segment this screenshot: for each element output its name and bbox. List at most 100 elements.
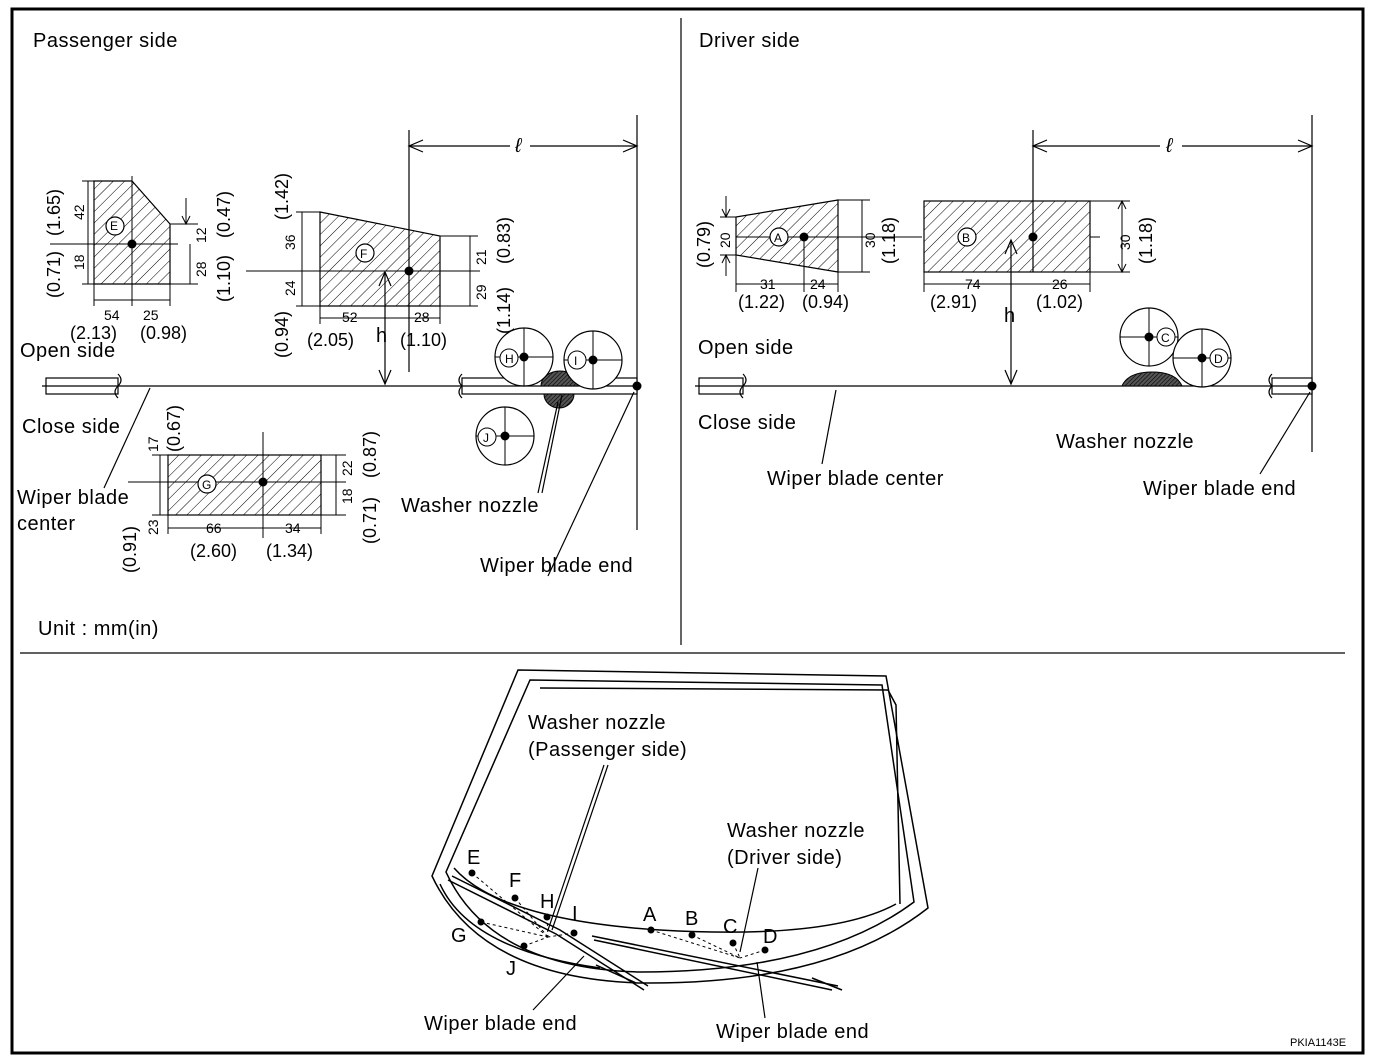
windshield-nozzle-passenger-2: (Passenger side) xyxy=(528,739,687,761)
zone-f-in-142: (1.42) xyxy=(272,173,292,220)
zone-g-in-260: (2.60) xyxy=(190,541,237,561)
windshield-nozzle-driver-2: (Driver side) xyxy=(727,847,842,869)
circle-j-letter: J xyxy=(483,431,489,445)
windshield-leaders xyxy=(532,764,766,1019)
zone-b xyxy=(923,199,1130,292)
zone-e-dim-25: 25 xyxy=(143,307,159,323)
zone-e-in-047: (0.47) xyxy=(214,191,234,238)
zone-f-dim-52: 52 xyxy=(342,309,358,325)
point-label-c: C xyxy=(723,916,738,938)
point-label-a: A xyxy=(643,904,657,926)
zone-e-dim-54: 54 xyxy=(104,307,120,323)
circle-i-letter: I xyxy=(574,354,577,368)
driver-washer-nozzle: Washer nozzle xyxy=(1056,431,1194,453)
zone-g-in-067: (0.67) xyxy=(164,405,184,452)
zone-b-dim-26: 26 xyxy=(1052,276,1068,292)
point-label-e: E xyxy=(467,847,481,869)
zone-b-in-291: (2.91) xyxy=(930,292,977,312)
zone-g-letter: G xyxy=(202,478,211,492)
point-label-f: F xyxy=(509,870,522,892)
zone-g-in-134: (1.34) xyxy=(266,541,313,561)
zone-a-dim-24: 24 xyxy=(810,276,826,292)
zone-f-in-094: (0.94) xyxy=(272,311,292,358)
point-label-j: J xyxy=(506,958,517,980)
zone-e-in-165: (1.65) xyxy=(44,189,64,236)
passenger-wiper-center-2: center xyxy=(17,513,76,535)
zone-e-in-213: (2.13) xyxy=(70,323,117,343)
zone-a-in-122: (1.22) xyxy=(738,292,785,312)
driver-wiper-center: Wiper blade center xyxy=(767,468,944,490)
driver-center-leader xyxy=(821,389,837,465)
passenger-ell-dimension xyxy=(407,115,639,530)
zone-e-dim-18: 18 xyxy=(71,254,87,270)
zone-g-in-091: (0.91) xyxy=(120,526,140,573)
zone-g-dim-23: 23 xyxy=(145,519,161,535)
passenger-wiper-blade-end: Wiper blade end xyxy=(480,555,633,577)
driver-wiper-blade-end: Wiper blade end xyxy=(1143,478,1296,500)
zone-g-in-087: (0.87) xyxy=(360,431,380,478)
zone-g xyxy=(128,432,346,538)
passenger-ell-label: ℓ xyxy=(514,135,523,157)
zone-g-dim-17: 17 xyxy=(145,436,161,452)
circle-h-letter: H xyxy=(505,352,514,366)
windshield-wiper-end-left: Wiper blade end xyxy=(424,1013,577,1035)
zone-a-in-079: (0.79) xyxy=(694,221,714,268)
driver-h-label: h xyxy=(1004,305,1016,327)
driver-nozzle-cluster xyxy=(1119,307,1311,475)
zone-g-dim-18: 18 xyxy=(339,488,355,504)
figure-code: PKIA1143E xyxy=(1290,1037,1346,1049)
point-label-h: H xyxy=(540,891,555,913)
passenger-blade-end-dot xyxy=(632,381,642,391)
point-label-g: G xyxy=(451,925,467,947)
circle-c-letter: C xyxy=(1161,331,1170,345)
zone-f-in-083: (0.83) xyxy=(494,217,514,264)
zone-f-dim-24: 24 xyxy=(282,280,298,296)
point-label-i: I xyxy=(572,903,578,925)
zone-f-dim-36: 36 xyxy=(282,234,298,250)
windshield-view: Washer nozzle (Passenger side) Washer no… xyxy=(424,669,929,1043)
spray-points xyxy=(468,869,769,959)
point-label-b: B xyxy=(685,908,699,930)
zone-f-letter: F xyxy=(360,247,367,261)
zone-g-dim-66: 66 xyxy=(206,520,222,536)
passenger-washer-nozzle: Washer nozzle xyxy=(401,495,539,517)
passenger-title: Passenger side xyxy=(33,30,178,52)
zone-e-in-110: (1.10) xyxy=(214,255,234,302)
zone-f-dim-28: 28 xyxy=(414,309,430,325)
zone-b-dim-74: 74 xyxy=(965,276,981,292)
zone-a-dim-30: 30 xyxy=(862,232,878,248)
zone-g-dim-22: 22 xyxy=(339,460,355,476)
driver-panel: Driver side ℓ Open side Close side Wiper… xyxy=(694,30,1317,500)
zone-f xyxy=(246,211,480,324)
outer-frame xyxy=(10,7,1365,1055)
driver-open-side: Open side xyxy=(698,337,794,359)
windshield-wiper-end-right: Wiper blade end xyxy=(716,1021,869,1043)
passenger-panel: Passenger side ℓ Open side Close side Wi… xyxy=(17,30,642,640)
zone-b-dim-30: 30 xyxy=(1117,234,1133,250)
passenger-nozzle-cluster xyxy=(475,327,635,577)
zone-a-dim-20: 20 xyxy=(717,232,733,248)
zone-e xyxy=(50,176,198,306)
zone-a-dim-31: 31 xyxy=(760,276,776,292)
zone-b-in-118: (1.18) xyxy=(1136,217,1156,264)
zone-f-in-114: (1.14) xyxy=(494,287,514,334)
zone-e-dim-28: 28 xyxy=(193,261,209,277)
zone-e-dim-42: 42 xyxy=(71,204,87,220)
zone-a-in-094: (0.94) xyxy=(802,292,849,312)
circle-d-letter: D xyxy=(1214,352,1223,366)
zone-b-in-102: (1.02) xyxy=(1036,292,1083,312)
passenger-h-label: h xyxy=(376,325,388,347)
zone-a-letter: A xyxy=(774,231,782,245)
driver-ell-label: ℓ xyxy=(1165,135,1174,157)
zone-e-in-071: (0.71) xyxy=(44,251,64,298)
zone-g-dim-34: 34 xyxy=(285,520,301,536)
passenger-close-side: Close side xyxy=(22,416,120,438)
passenger-open-side: Open side xyxy=(20,340,116,362)
zone-b-letter: B xyxy=(962,231,970,245)
zone-f-in-110: (1.10) xyxy=(400,330,447,350)
passenger-wiper-center-1: Wiper blade xyxy=(17,487,129,509)
passenger-center-leader xyxy=(103,387,151,489)
windshield-nozzle-passenger-1: Washer nozzle xyxy=(528,712,666,734)
wiper-arms xyxy=(447,875,843,991)
